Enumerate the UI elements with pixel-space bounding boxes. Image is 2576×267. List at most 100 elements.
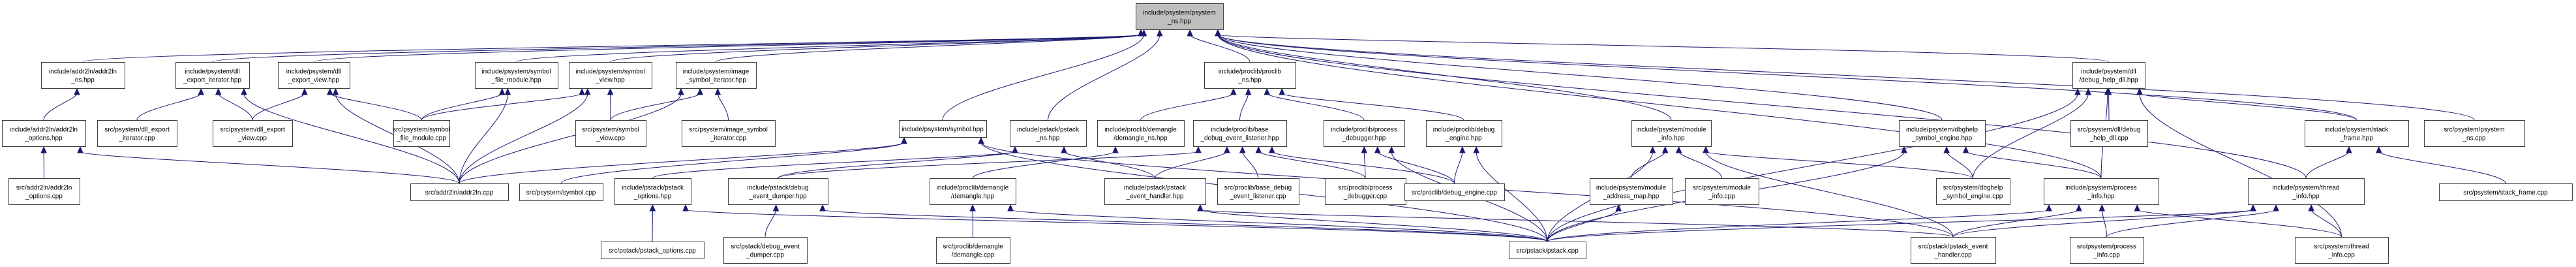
- dependency-edge: [136, 93, 202, 121]
- graph-node-dll-export-view-hpp[interactable]: include/psystem/dll_export_view.hpp: [278, 62, 350, 89]
- graph-node-image-symbol-iterator-hpp[interactable]: include/psystem/image_symbol_iterator.hp…: [676, 62, 757, 89]
- graph-node-debug-event-dumper-cpp[interactable]: src/pstack/debug_event_dumper.cpp: [723, 237, 808, 264]
- node-box: [1324, 120, 1405, 147]
- node-label-line: src/psystem/stack_frame.cpp: [2463, 189, 2548, 196]
- arrowhead-icon: [1615, 204, 1622, 212]
- graph-node-dll-export-iterator-hpp[interactable]: include/psystem/dll_export_iterator.hpp: [175, 62, 250, 89]
- graph-node-pstack-ns-hpp[interactable]: include/pstack/pstack_ns.hpp: [1010, 120, 1087, 147]
- node-label-line: src/pstack/pstack_options.cpp: [609, 247, 696, 255]
- graph-node-process-info-hpp[interactable]: include/psystem/process_info.hpp: [2044, 178, 2159, 205]
- graph-node-process-debugger-cpp[interactable]: src/proclib/process_debugger.cpp: [1325, 178, 1406, 205]
- graph-node-base-debug-event-listener-hpp[interactable]: include/proclib/base_debug_event_listene…: [1193, 120, 1287, 147]
- arrowhead-icon: [1012, 146, 1018, 153]
- graph-node-addr2ln-options-hpp[interactable]: include/addr2ln/addr2ln_options.hpp: [2, 120, 86, 147]
- graph-node-debug-help-dll-cpp[interactable]: src/psystem/dll/debug_help_dll.cpp: [2070, 120, 2148, 147]
- graph-node-image-symbol-iterator-cpp[interactable]: src/psystem/image_symbol_iterator.cpp: [682, 120, 776, 147]
- graph-node-symbol-file-module-hpp[interactable]: include/psystem/symbol_file_module.hpp: [475, 62, 558, 89]
- graph-node-module-info-hpp[interactable]: include/psystem/module_info.hpp: [1631, 120, 1712, 147]
- graph-node-process-debugger-hpp[interactable]: include/proclib/process_debugger.hpp: [1324, 120, 1405, 147]
- graph-node-addr2ln-ns-hpp[interactable]: include/addr2ln/addr2ln_ns.hpp: [41, 62, 125, 89]
- dependency-edge: [313, 34, 1142, 63]
- node-box: [1936, 178, 2010, 205]
- arrowhead-icon: [1224, 146, 1230, 153]
- dependency-edge: [1705, 151, 1954, 238]
- graph-node-demangle-cpp[interactable]: src/proclib/demangle/demangle.cpp: [936, 237, 1010, 264]
- arrowhead-icon: [579, 87, 585, 95]
- node-box: [2072, 62, 2145, 89]
- node-label-line: _info.cpp: [2327, 252, 2355, 259]
- graph-node-dll-export-view-cpp[interactable]: src/psystem/dll_export_view.cpp: [213, 120, 293, 147]
- node-label-line: _help_dll.cpp: [2089, 135, 2129, 142]
- arrowhead-icon: [2134, 204, 2141, 212]
- graph-node-stack-frame-hpp[interactable]: include/psystem/stack_frame.hpp: [2305, 120, 2409, 147]
- arrowhead-icon: [1279, 87, 1285, 95]
- graph-node-symbol-view-cpp[interactable]: src/psystem/symbol_view.cpp: [575, 120, 646, 147]
- node-box: [1685, 178, 1759, 205]
- graph-node-thread-info-hpp[interactable]: include/psystem/thread_info.hpp: [2248, 178, 2365, 205]
- node-label-line: /demangle.cpp: [952, 252, 995, 259]
- graph-node-dbghelp-symbol-engine-hpp[interactable]: include/psystem/dbghelp_symbol_engine.hp…: [1899, 120, 1986, 147]
- arrowhead-icon: [1703, 146, 1709, 153]
- graph-node-symbol-view-hpp[interactable]: include/psystem/symbol_view.hpp: [569, 62, 652, 89]
- arrowhead-icon: [714, 87, 721, 95]
- graph-node-addr2ln-cpp[interactable]: src/addr2ln/addr2ln.cpp: [410, 183, 509, 201]
- arrowhead-icon: [1649, 146, 1656, 153]
- node-label-line: src/addr2ln/addr2ln.cpp: [425, 189, 494, 196]
- graph-node-pstack-options-cpp[interactable]: src/pstack/pstack_options.cpp: [601, 242, 705, 259]
- graph-node-thread-info-cpp[interactable]: src/psystem/thread_info.cpp: [2295, 237, 2389, 264]
- node-box: [2, 120, 86, 147]
- dependency-edge: [421, 93, 503, 121]
- graph-node-dll-export-iterator-cpp[interactable]: src/psystem/dll_export_iterator.cpp: [97, 120, 177, 147]
- node-box: [1899, 120, 1986, 147]
- graph-node-pstack-options-hpp[interactable]: include/pstack/pstack_options.hpp: [614, 178, 691, 205]
- dependency-edge: [1952, 209, 2080, 238]
- graph-node-pstack-event-handler-hpp[interactable]: include/pstack/pstack_event_handler.hpp: [1104, 178, 1206, 205]
- graph-node-process-info-cpp[interactable]: src/psystem/process_info.cpp: [2070, 237, 2144, 264]
- node-label-line: /demangle.hpp: [951, 193, 995, 200]
- graph-node-debug-event-dumper-hpp[interactable]: include/pstack/debug_event_dumper.hpp: [728, 178, 828, 205]
- graph-node-dbghelp-symbol-engine-cpp[interactable]: src/psystem/dbghelp_symbol_engine.cpp: [1936, 178, 2010, 205]
- graph-node-psystem-ns-cpp[interactable]: src/psystem/psystem_ns.cpp: [2424, 120, 2525, 147]
- node-label-line: _ns.hpp: [1167, 18, 1191, 25]
- arrowhead-icon: [1187, 29, 1193, 37]
- dependency-edge: [1678, 151, 1722, 179]
- graph-node-pstack-event-handler-cpp[interactable]: src/pstack/pstack_event_handler.cpp: [1911, 237, 1996, 264]
- dependency-edge: [1281, 93, 1464, 121]
- graph-node-proclib-ns-hpp[interactable]: include/proclib/proclib_ns.hpp: [1204, 62, 1296, 89]
- graph-node-module-info-cpp[interactable]: src/psystem/module_info.cpp: [1685, 178, 1759, 205]
- arrowhead-icon: [607, 87, 614, 95]
- graph-node-addr2ln-options-cpp[interactable]: src/addr2ln/addr2ln_options.cpp: [8, 178, 80, 205]
- arrowhead-icon: [1962, 146, 1969, 153]
- graph-node-pstack-cpp[interactable]: src/pstack/pstack.cpp: [1509, 242, 1586, 259]
- graph-node-debug-help-dll-hpp[interactable]: include/psystem/dll/debug_help_dll.hpp: [2072, 62, 2145, 89]
- dependency-edge: [716, 34, 1142, 63]
- dependency-edge: [1946, 151, 1973, 179]
- node-box: [2044, 178, 2159, 205]
- graph-node-stack-frame-cpp[interactable]: src/psystem/stack_frame.cpp: [2439, 183, 2573, 201]
- node-label-line: include/pstack/debug: [748, 185, 809, 192]
- dependency-edge: [459, 93, 682, 184]
- node-box: [1426, 120, 1502, 147]
- graph-node-symbol-file-module-cpp[interactable]: src/psystem/symbol_file_module.cpp: [393, 120, 450, 147]
- graph-node-base-debug-event-listener-cpp[interactable]: src/proclib/base_debug_event_listener.cp…: [1217, 178, 1299, 205]
- graph-node-psystem-ns-hpp[interactable]: include/psystem/psystem_ns.hpp: [1136, 3, 1224, 30]
- graph-node-symbol-cpp[interactable]: src/psystem/symbol.cpp: [519, 183, 603, 201]
- node-label-line: _event_listener.cpp: [1229, 193, 1286, 200]
- graph-node-demangle-hpp[interactable]: include/proclib/demangle/demangle.hpp: [930, 178, 1016, 205]
- dependency-edge: [560, 142, 905, 184]
- graph-node-debug-engine-cpp[interactable]: src/proclib/debug_engine.cpp: [1404, 183, 1505, 201]
- graph-node-symbol-hpp[interactable]: include/psystem/symbol.hpp: [899, 120, 987, 138]
- graph-node-module-address-map-hpp[interactable]: include/psystem/module_address_map.hpp: [1590, 178, 1673, 205]
- arrowhead-icon: [772, 204, 780, 212]
- dependency-edge: [459, 93, 508, 184]
- node-label-line: src/proclib/process: [1338, 185, 1392, 192]
- graph-node-debug-engine-hpp[interactable]: include/proclib/debug_engine.hpp: [1426, 120, 1502, 147]
- node-label-line: src/addr2ln/addr2ln: [16, 185, 72, 192]
- arrowhead-icon: [241, 87, 247, 95]
- node-label-line: _export_iterator.hpp: [183, 77, 241, 84]
- dependency-edge: [972, 151, 1116, 179]
- arrowhead-icon: [978, 136, 984, 144]
- dependency-edge: [1010, 209, 1548, 242]
- arrowhead-icon: [1473, 146, 1479, 153]
- graph-node-demangle-ns-hpp[interactable]: include/proclib/demangle/demangle_ns.hpp: [1097, 120, 1185, 147]
